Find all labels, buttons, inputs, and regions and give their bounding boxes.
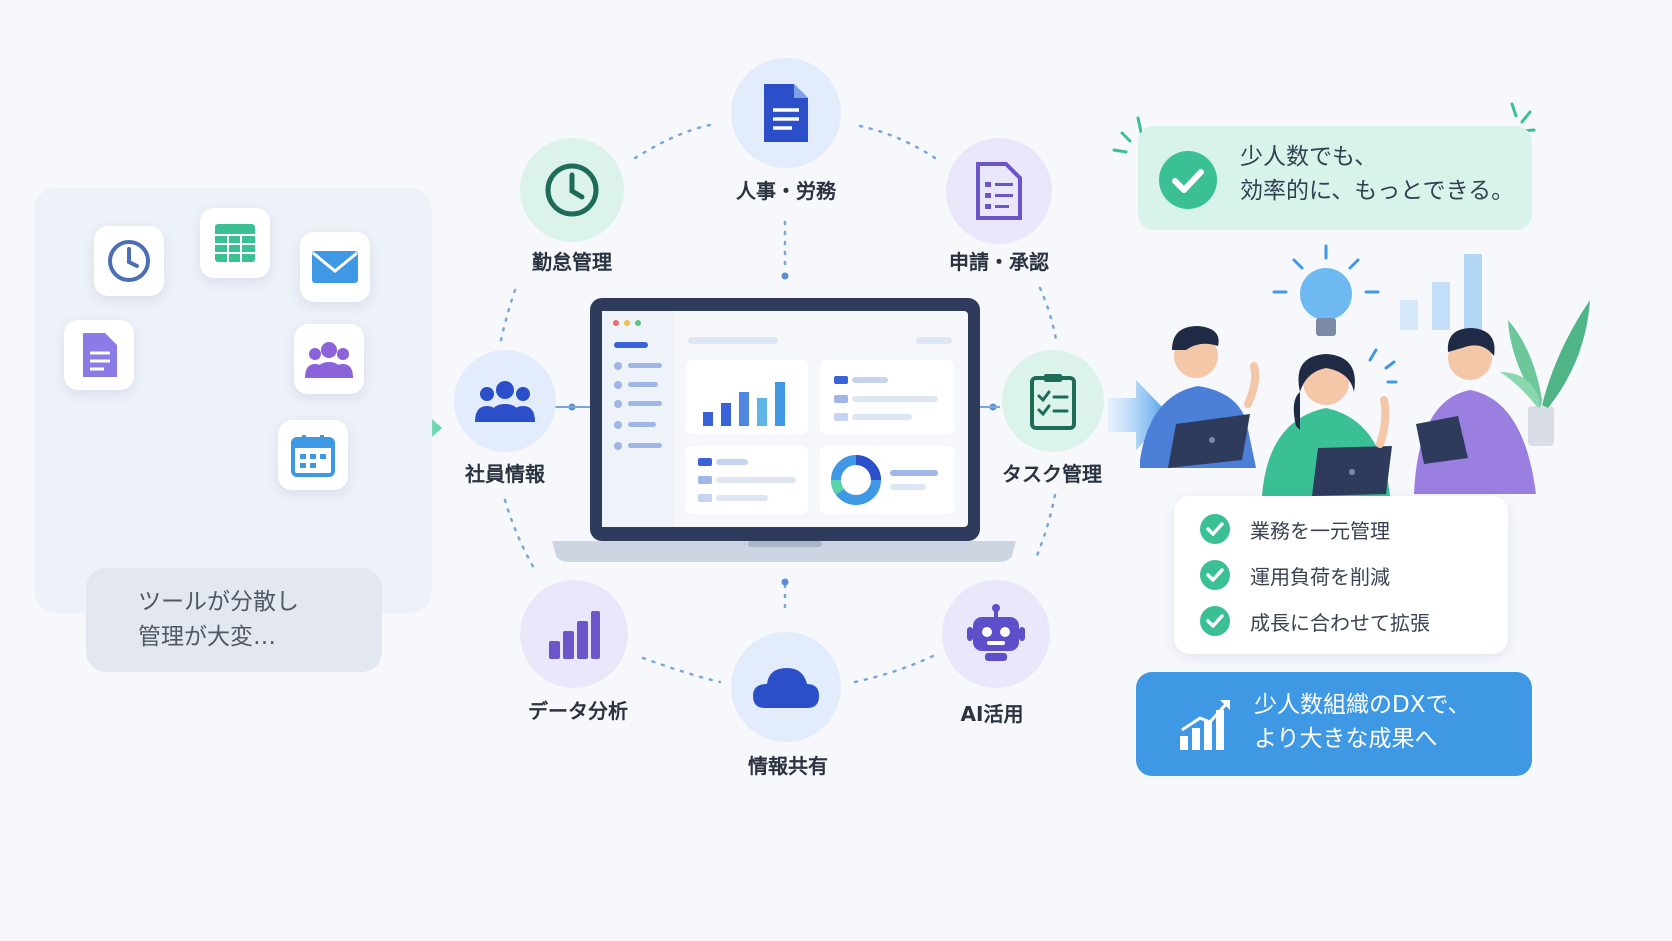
node-analytics bbox=[520, 580, 628, 688]
headline-line-1: 少人数でも、 bbox=[1240, 144, 1378, 170]
robot-icon bbox=[967, 604, 1025, 661]
clock-icon bbox=[108, 240, 150, 282]
speech-line-1: ツールが分散し bbox=[138, 589, 299, 615]
flow-arrow-right bbox=[1108, 380, 1170, 450]
calendar-tile bbox=[278, 420, 348, 490]
team-icon bbox=[475, 381, 535, 422]
form-icon bbox=[976, 162, 1022, 220]
benefit-item: 成長に合わせて拡張 bbox=[1200, 604, 1430, 638]
growth-chart-icon bbox=[1180, 700, 1230, 750]
mail-icon bbox=[312, 251, 358, 283]
clock-icon bbox=[545, 163, 599, 217]
laptop-dashboard bbox=[552, 298, 1016, 562]
problem-speech-bubble: ツールが分散し 管理が大変… bbox=[86, 568, 382, 672]
headline-line-2: 効率的に、もっとできる。 bbox=[1240, 178, 1515, 204]
node-ai bbox=[942, 580, 1050, 688]
benefit-label: 成長に合わせて拡張 bbox=[1250, 610, 1430, 635]
mail-tile bbox=[300, 232, 370, 302]
document-icon bbox=[83, 333, 117, 377]
checkmark-badge-icon bbox=[1159, 151, 1217, 209]
checklist-icon bbox=[1030, 374, 1076, 430]
node-sharing-label: 情報共有 bbox=[748, 754, 828, 778]
check-circle-icon bbox=[1200, 560, 1230, 590]
node-employee-label: 社員情報 bbox=[465, 462, 545, 486]
banner-line-2: より大きな成果へ bbox=[1254, 726, 1438, 752]
team-tile bbox=[294, 324, 364, 394]
headline-text: 少人数でも、 効率的に、もっとできる。 bbox=[1240, 140, 1514, 208]
node-attendance-label: 勤怠管理 bbox=[532, 250, 612, 274]
check-circle-icon bbox=[1200, 606, 1230, 636]
node-task-label: タスク管理 bbox=[1002, 462, 1102, 486]
benefits-card: 業務を一元管理 運用負荷を削減 成長に合わせて拡張 bbox=[1174, 496, 1508, 654]
benefit-item: 業務を一元管理 bbox=[1200, 512, 1390, 546]
node-approval bbox=[946, 138, 1052, 244]
banner-text: 少人数組織のDXで、 より大きな成果へ bbox=[1254, 688, 1471, 756]
node-approval-label: 申請・承認 bbox=[949, 250, 1049, 274]
node-task bbox=[1002, 350, 1104, 452]
team-icon bbox=[305, 342, 353, 378]
bar-chart-icon bbox=[549, 611, 600, 659]
spreadsheet-icon bbox=[215, 224, 255, 262]
node-ai-label: AI活用 bbox=[960, 702, 1024, 726]
node-employee bbox=[454, 350, 556, 452]
outcome-banner bbox=[1136, 672, 1532, 776]
document-icon bbox=[764, 84, 808, 142]
calendar-icon bbox=[291, 435, 335, 477]
node-hr bbox=[731, 58, 841, 168]
hub-connectors bbox=[498, 122, 1059, 684]
banner-line-1: 少人数組織のDXで、 bbox=[1254, 692, 1471, 718]
node-analytics-label: データ分析 bbox=[528, 699, 628, 723]
document-tile bbox=[64, 320, 134, 390]
cloud-icon bbox=[753, 668, 819, 708]
node-attendance bbox=[520, 138, 624, 242]
benefit-item: 運用負荷を削減 bbox=[1200, 558, 1390, 592]
node-sharing bbox=[731, 632, 841, 742]
clock-tile bbox=[94, 226, 164, 296]
benefit-label: 業務を一元管理 bbox=[1250, 518, 1390, 543]
benefit-label: 運用負荷を削減 bbox=[1250, 564, 1390, 589]
check-circle-icon bbox=[1200, 514, 1230, 544]
node-hr-label: 人事・労務 bbox=[736, 179, 836, 203]
team-illustration bbox=[1112, 102, 1590, 496]
spreadsheet-tile bbox=[200, 208, 270, 278]
speech-line-2: 管理が大変… bbox=[138, 624, 276, 650]
